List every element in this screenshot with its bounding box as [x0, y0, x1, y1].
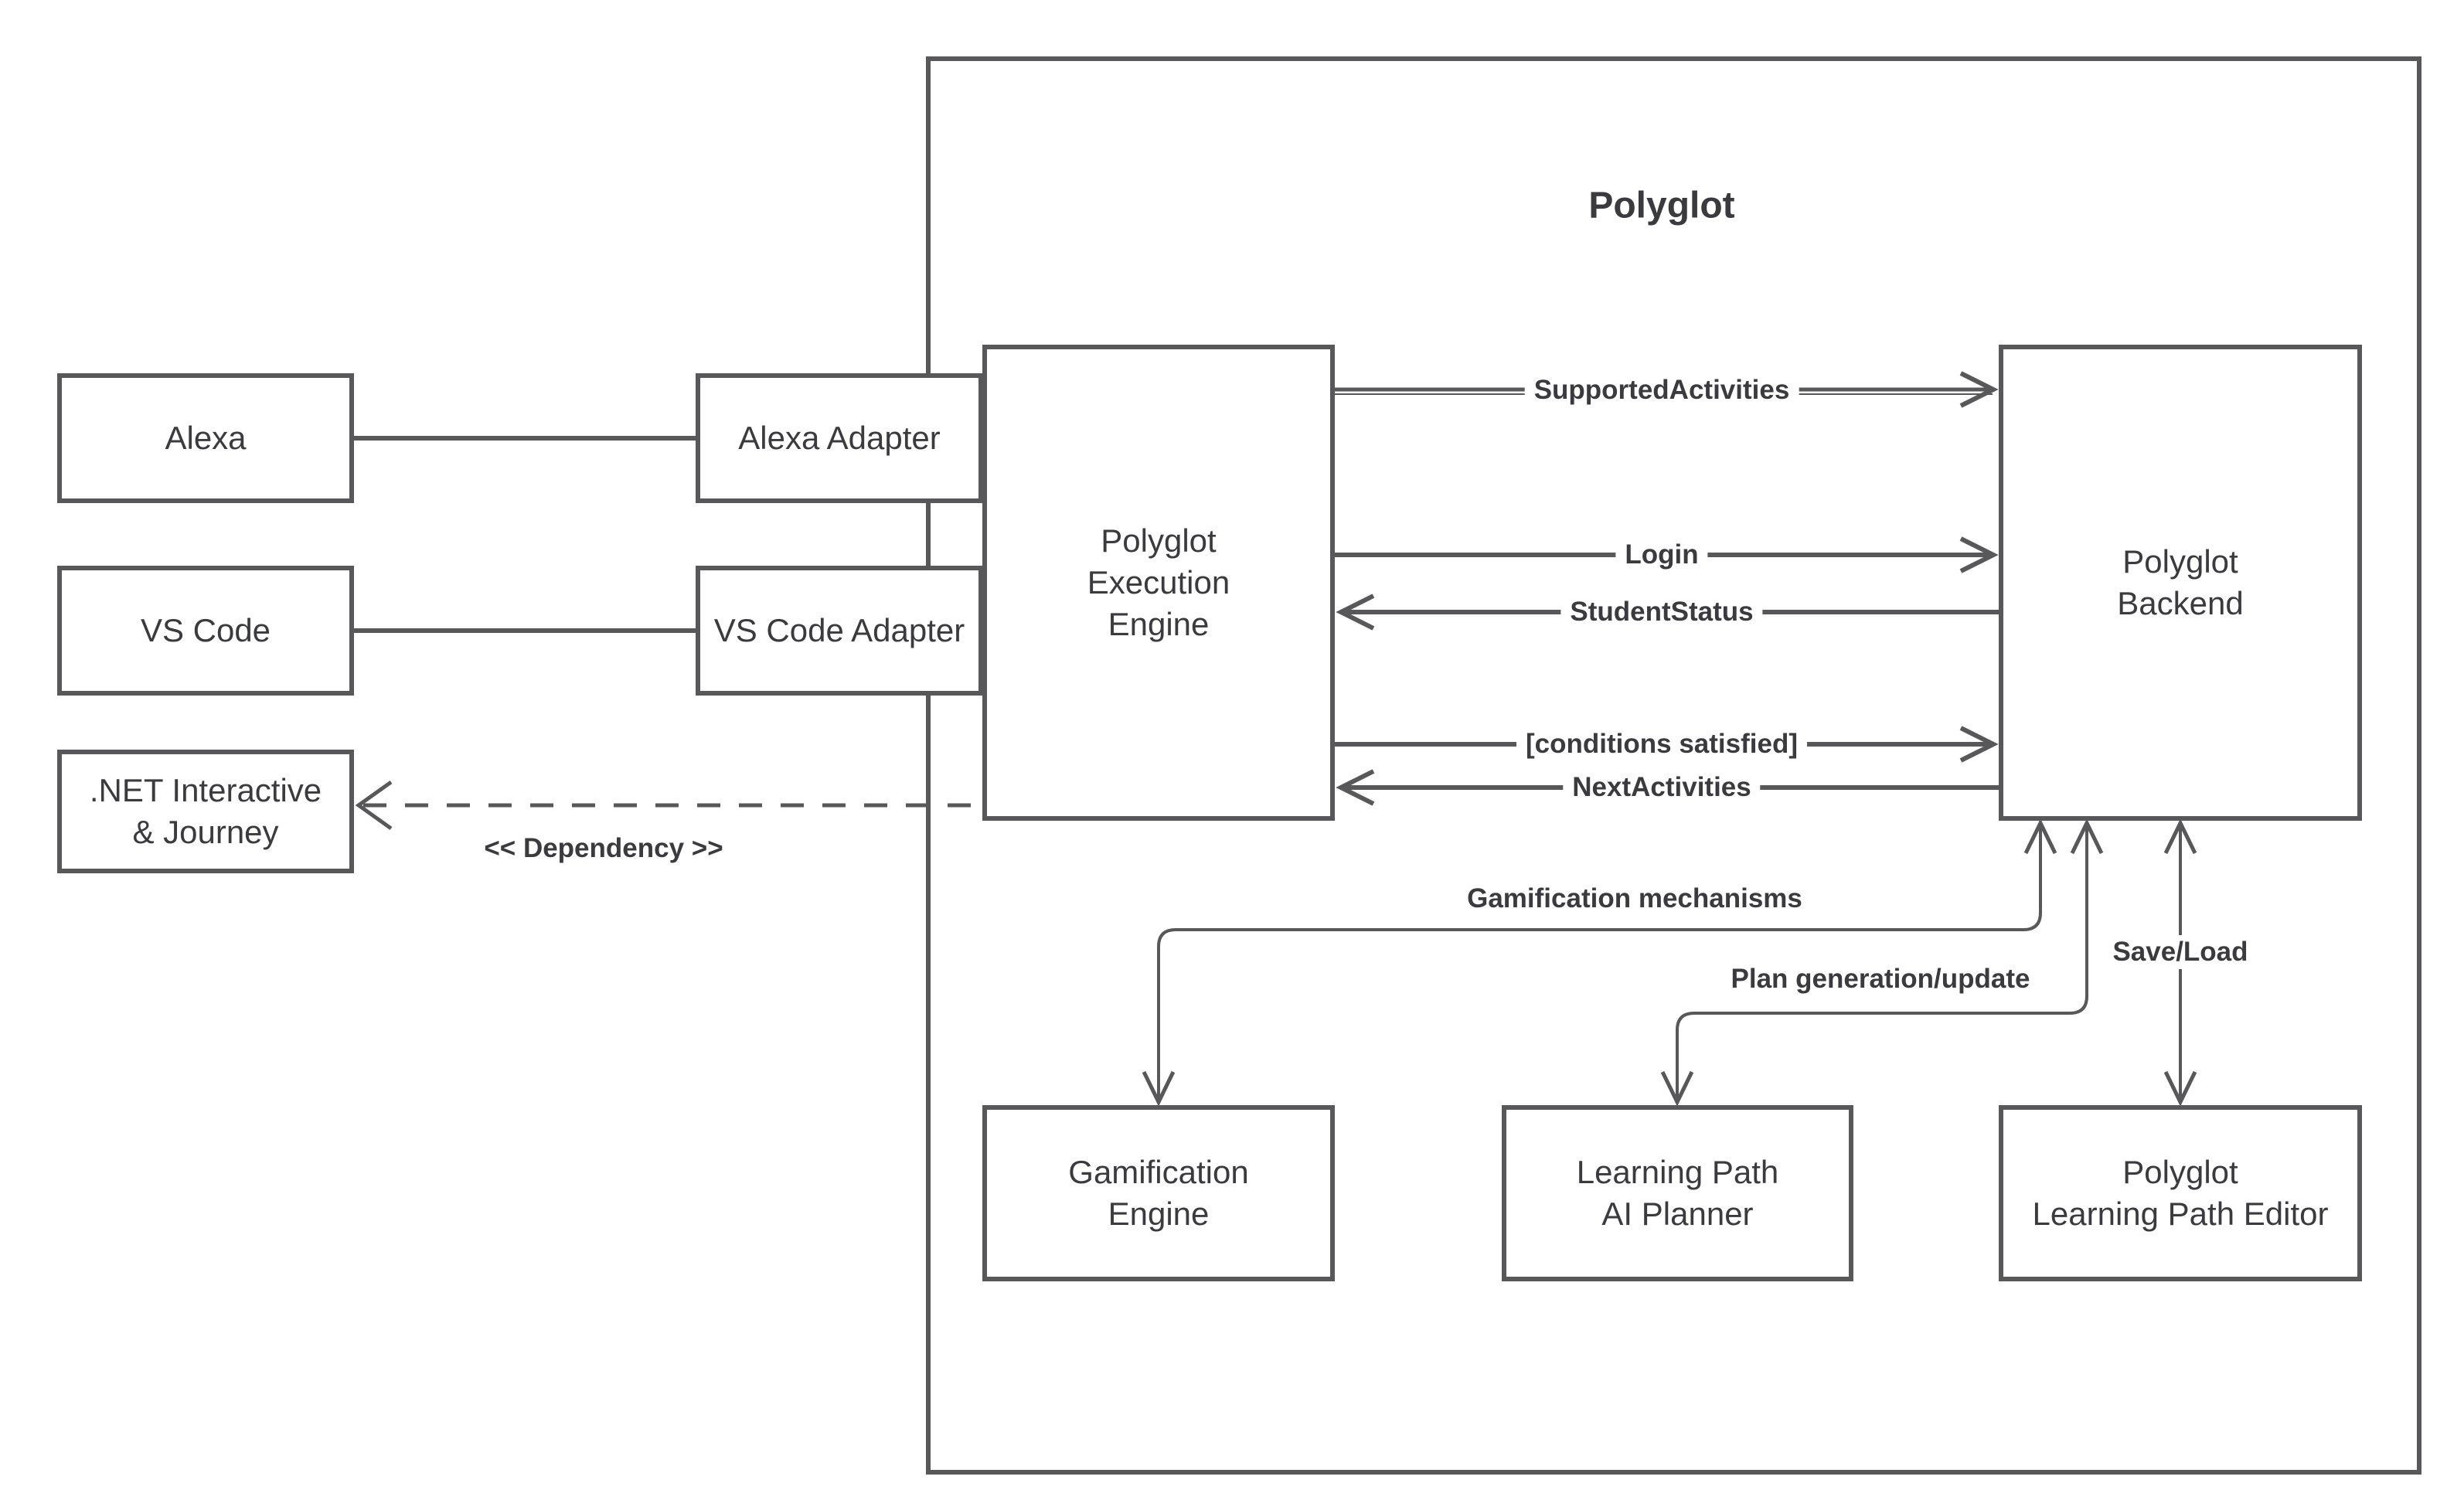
node-gamification-engine: Gamification Engine: [982, 1105, 1335, 1281]
edge-label-plan-generation: Plan generation/update: [1721, 962, 2040, 996]
edge-dependency: [355, 780, 982, 831]
node-execution-engine: Polyglot Execution Engine: [982, 345, 1335, 821]
node-ai-planner: Learning Path AI Planner: [1502, 1105, 1853, 1281]
node-alexa-adapter-label: Alexa Adapter: [738, 420, 941, 456]
edge-label-login: Login: [1615, 538, 1708, 572]
edge-label-student-status: StudentStatus: [1560, 595, 1763, 629]
edge-label-next-activities: NextActivities: [1563, 771, 1761, 805]
diagram-title: Polyglot: [1588, 185, 1735, 226]
node-dotnet-interactive: .NET Interactive & Journey: [57, 750, 354, 873]
node-vscode-label: VS Code: [140, 612, 271, 648]
node-backend-label: Polyglot Backend: [2117, 543, 2244, 621]
node-alexa: Alexa: [57, 373, 354, 503]
node-path-editor-label: Polyglot Learning Path Editor: [2032, 1154, 2329, 1232]
node-execution-engine-label: Polyglot Execution Engine: [1087, 522, 1230, 642]
edge-label-supported-activities: SupportedActivities: [1524, 373, 1799, 407]
edge-label-save-load: Save/Load: [2103, 935, 2258, 969]
node-vscode: VS Code: [57, 566, 354, 696]
node-ai-planner-label: Learning Path AI Planner: [1576, 1154, 1779, 1232]
node-gamification-engine-label: Gamification Engine: [1068, 1154, 1249, 1232]
node-alexa-label: Alexa: [165, 420, 247, 456]
node-dotnet-interactive-label: .NET Interactive & Journey: [89, 772, 322, 850]
edge-label-conditions-satisfied: [conditions satisfied]: [1516, 727, 1807, 761]
edge-gamification-mechanisms: [1142, 818, 2057, 1107]
edge-label-gamification-mechanisms: Gamification mechanisms: [1458, 882, 1812, 916]
edge-plan-generation: [1660, 818, 2104, 1107]
node-path-editor: Polyglot Learning Path Editor: [1999, 1105, 2362, 1281]
node-alexa-adapter: Alexa Adapter: [696, 373, 983, 503]
node-vscode-adapter-label: VS Code Adapter: [713, 612, 965, 648]
node-backend: Polyglot Backend: [1999, 345, 2362, 821]
edge-label-dependency: << Dependency >>: [475, 832, 733, 866]
node-vscode-adapter: VS Code Adapter: [696, 566, 983, 696]
